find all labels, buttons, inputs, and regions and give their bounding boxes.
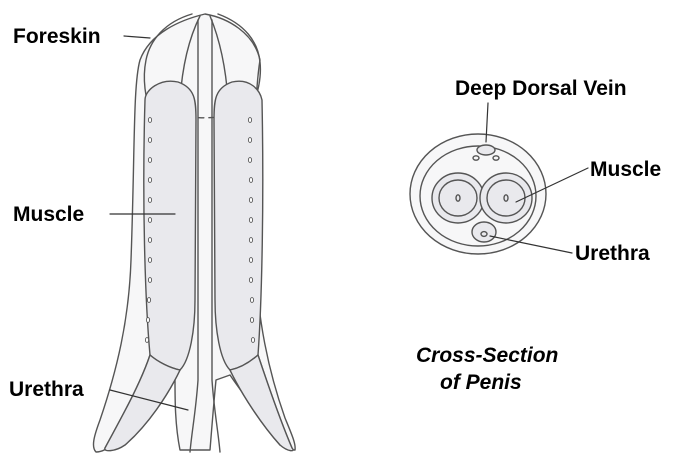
label-deep-dorsal-vein: Deep Dorsal Vein xyxy=(455,78,627,99)
label-muscle-left: Muscle xyxy=(13,204,84,225)
caption-line-1: Cross-Section xyxy=(416,343,558,368)
label-urethra-left: Urethra xyxy=(9,379,84,400)
right-muscle-body xyxy=(214,81,263,370)
label-urethra-right: Urethra xyxy=(575,243,650,264)
left-muscle-body xyxy=(144,81,196,370)
label-foreskin: Foreskin xyxy=(13,26,101,47)
label-muscle-right: Muscle xyxy=(590,159,661,180)
leader-foreskin xyxy=(124,36,150,38)
deep-dorsal-vein xyxy=(477,145,495,155)
right-tail-fill xyxy=(230,355,293,451)
caption-line-2: of Penis xyxy=(440,370,522,395)
